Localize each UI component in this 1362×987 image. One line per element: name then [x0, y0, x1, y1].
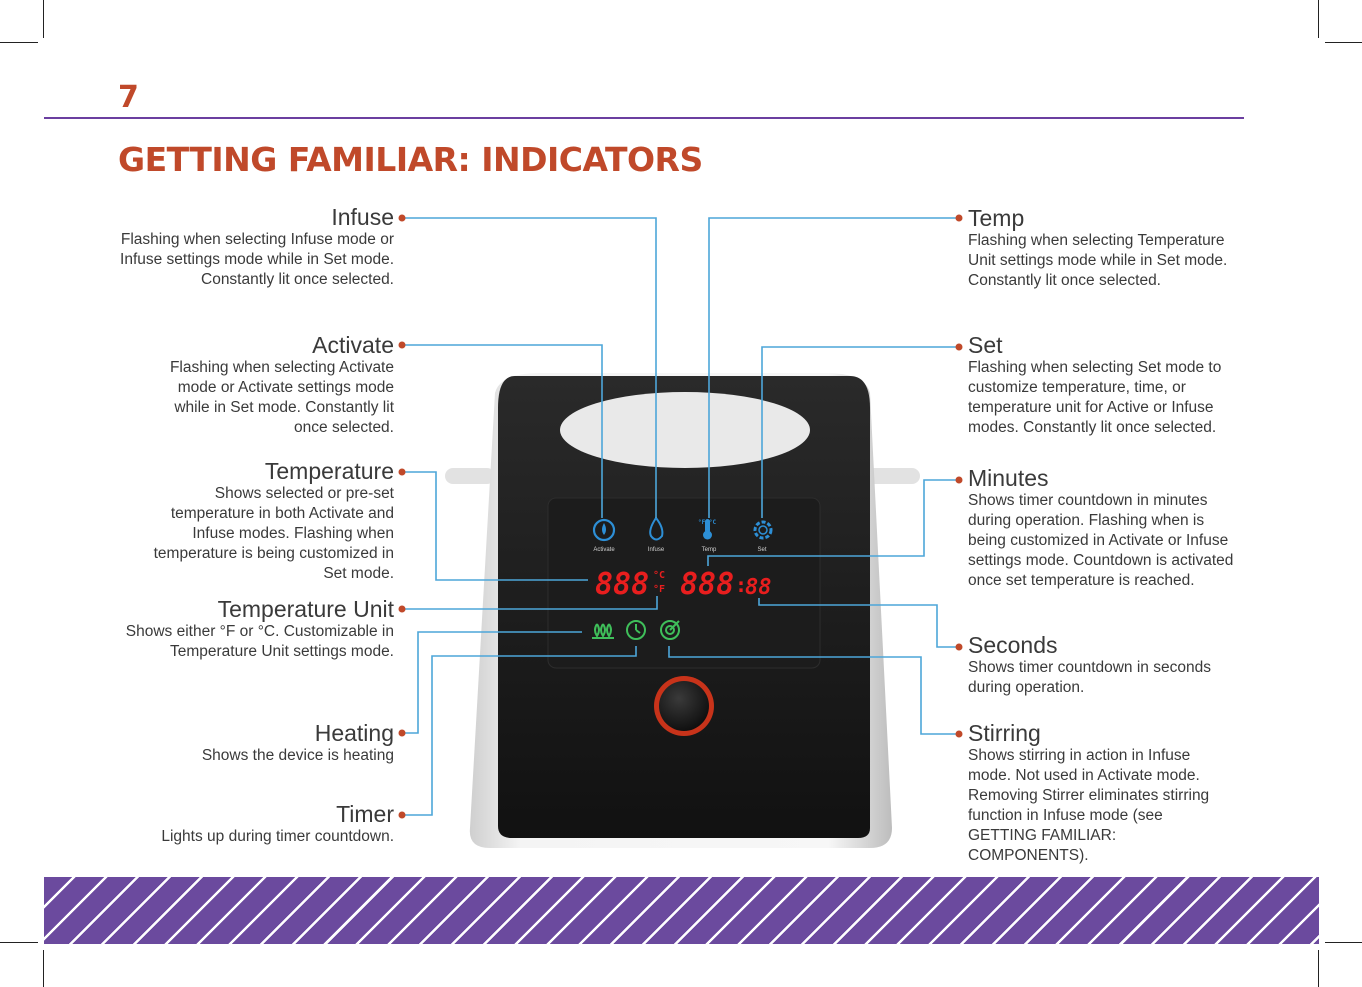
callout-title: Set: [968, 332, 1003, 358]
callout-desc: Flashing when selecting Infuse mode or I…: [120, 231, 394, 288]
header-rule: [44, 117, 1244, 119]
seconds-digits: 88: [745, 575, 772, 600]
seconds-dot: [955, 643, 963, 651]
crop-mark: [1318, 0, 1319, 38]
activate-icon: [592, 518, 616, 542]
device-illustration: °F °C Activate Infuse Temp Set 888 °C °F…: [445, 373, 920, 848]
callout-title: Seconds: [968, 632, 1058, 658]
callout-timer: Timer Lights up during timer countdown.: [104, 801, 394, 847]
infuse-dot: [398, 214, 406, 222]
callout-seconds: Seconds Shows timer countdown in seconds…: [968, 632, 1236, 698]
minutes-digits: 888: [680, 567, 734, 602]
callout-desc: Shows timer countdown in seconds during …: [968, 659, 1211, 696]
set-label: Set: [757, 547, 766, 553]
temperature-unit-leader: [405, 596, 658, 610]
callout-title: Activate: [312, 332, 394, 358]
seconds-leader: [758, 598, 956, 648]
callout-title: Temperature: [264, 458, 394, 484]
stirring-dot: [955, 730, 963, 738]
unit-f: °F: [653, 584, 665, 595]
temp-unit-mini: °F °C: [698, 519, 716, 526]
activate-label: Activate: [593, 547, 615, 553]
callout-desc: Shows selected or pre-set temperature in…: [153, 485, 394, 582]
colon: :: [735, 573, 747, 597]
callout-heating: Heating Shows the device is heating: [104, 720, 394, 766]
callout-desc: Flashing when selecting Set mode to cust…: [968, 359, 1222, 436]
timer-icon: [626, 620, 646, 640]
callout-set: Set Flashing when selecting Set mode to …: [968, 332, 1243, 438]
callout-desc: Shows timer countdown in minutes during …: [968, 492, 1234, 589]
crop-mark: [43, 950, 44, 987]
temperature-unit-dot: [398, 605, 406, 613]
callout-title: Stirring: [968, 720, 1041, 746]
callout-temperature-unit: Temperature Unit Shows either °F or °C. …: [104, 596, 394, 662]
callout-stirring: Stirring Shows stirring in action in Inf…: [968, 720, 1230, 866]
heating-icon: [592, 623, 614, 639]
crop-mark: [1325, 942, 1362, 943]
callout-infuse: Infuse Flashing when selecting Infuse mo…: [104, 204, 394, 290]
callout-title: Infuse: [331, 204, 394, 230]
thermometer-icon: [703, 519, 712, 540]
page-number: 7: [118, 80, 139, 115]
set-leader: [761, 346, 956, 518]
callout-desc: Shows either °F or °C. Customizable in T…: [125, 623, 394, 660]
infuse-icon: [649, 516, 664, 541]
callout-desc: Flashing when selecting Activate mode or…: [169, 359, 394, 436]
infuse-label: Infuse: [648, 547, 665, 553]
set-dot: [955, 343, 963, 351]
temp-label: Temp: [702, 547, 717, 553]
callout-desc: Lights up during timer countdown.: [161, 828, 394, 845]
callout-title: Timer: [336, 801, 394, 827]
stirring-icon: [660, 620, 680, 640]
callout-title: Temperature Unit: [217, 596, 394, 622]
timer-leader: [405, 646, 637, 816]
callout-activate: Activate Flashing when selecting Activat…: [104, 332, 394, 438]
callout-desc: Flashing when selecting Temperature Unit…: [968, 232, 1228, 289]
unit-c: °C: [653, 570, 665, 581]
heating-leader: [405, 631, 582, 734]
crop-mark: [0, 942, 38, 943]
page-title: GETTING FAMILIAR: INDICATORS: [118, 140, 703, 179]
crop-mark: [0, 42, 38, 43]
infuse-leader: [405, 217, 657, 518]
callout-minutes: Minutes Shows timer countdown in minutes…: [968, 465, 1236, 591]
power-knob-inner: [659, 681, 709, 731]
minutes-leader: [707, 479, 956, 566]
activate-leader: [405, 344, 603, 518]
callout-temperature: Temperature Shows selected or pre-set te…: [104, 458, 394, 584]
temp-digits: 888: [595, 567, 649, 602]
temp-dot: [955, 214, 963, 222]
timer-dot: [398, 811, 406, 819]
callout-desc: Shows the device is heating: [201, 747, 394, 764]
stirring-leader: [668, 646, 956, 735]
temperature-leader: [405, 471, 588, 581]
crop-mark: [1325, 42, 1362, 43]
activate-dot: [398, 341, 406, 349]
callout-title: Minutes: [968, 465, 1049, 491]
left-ear: [445, 468, 495, 484]
minutes-dot: [955, 476, 963, 484]
handle-opening: [560, 392, 810, 468]
callout-desc: Shows stirring in action in Infuse mode.…: [968, 747, 1210, 864]
right-ear: [865, 468, 920, 484]
temp-leader: [708, 217, 956, 518]
callout-title: Heating: [314, 720, 394, 746]
crop-mark: [1318, 950, 1319, 987]
crop-mark: [43, 0, 44, 38]
display-panel: [547, 497, 821, 669]
gear-icon: [753, 520, 773, 540]
callout-temp: Temp Flashing when selecting Temperature…: [968, 205, 1248, 291]
footer-stripe-band: [44, 877, 1319, 944]
temperature-dot: [398, 468, 406, 476]
callout-title: Temp: [968, 205, 1025, 231]
heating-dot: [398, 729, 406, 737]
